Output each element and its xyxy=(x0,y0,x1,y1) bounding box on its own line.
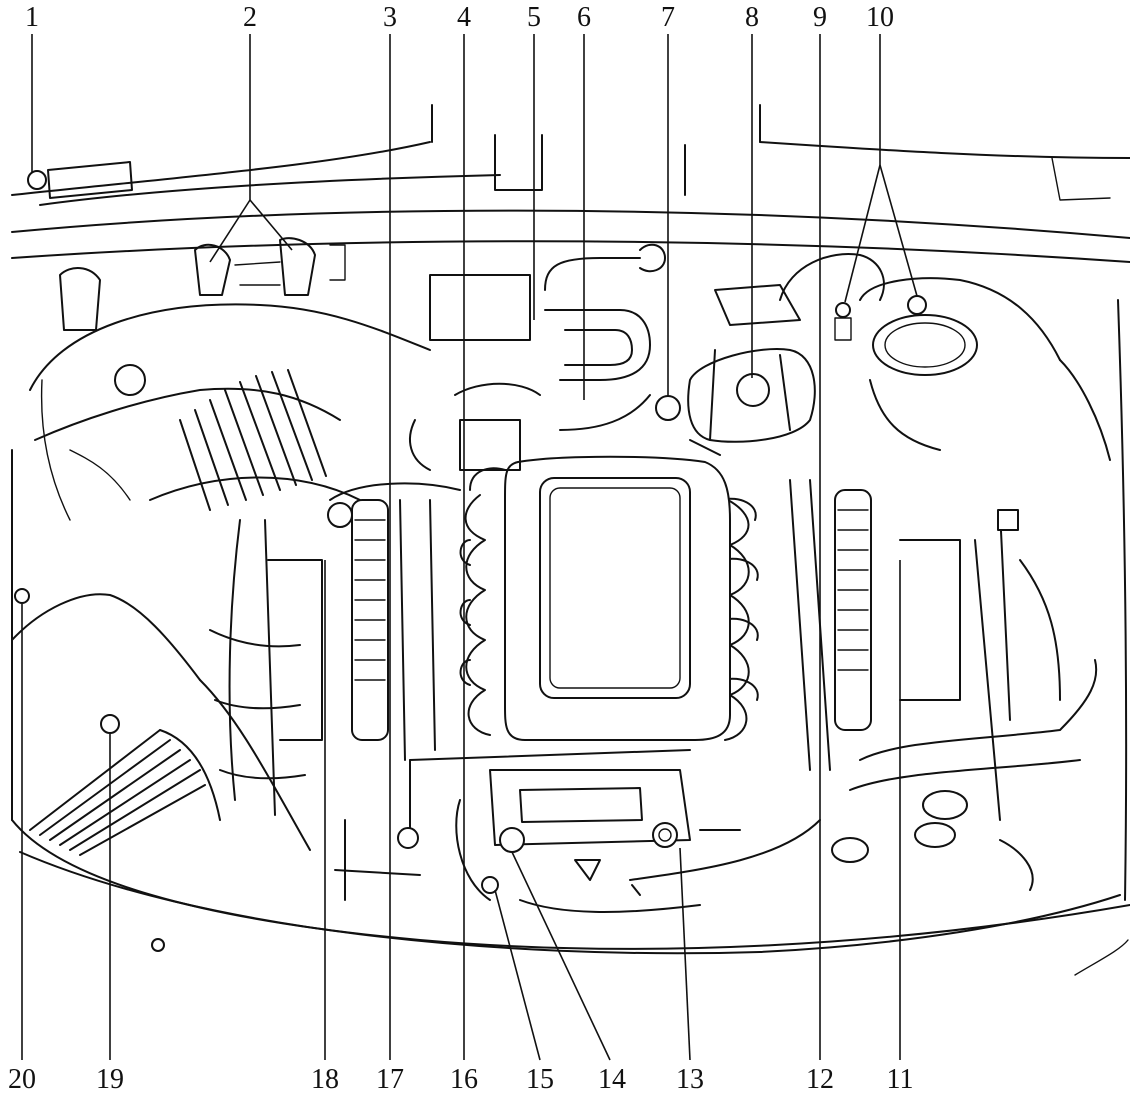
callouts-bottom: 20 19 18 17 16 15 14 13 12 11 xyxy=(8,1064,913,1093)
callout-15: 15 xyxy=(526,1064,554,1093)
callout-1: 1 xyxy=(25,2,39,33)
callout-11: 11 xyxy=(887,1064,914,1093)
callout-12: 12 xyxy=(806,1064,834,1093)
callouts-top: 1 2 3 4 5 6 7 8 9 10 xyxy=(25,2,894,33)
callout-8: 8 xyxy=(745,2,759,33)
leader-lines xyxy=(21,34,918,1061)
upper-pipes xyxy=(409,243,681,471)
callout-7: 7 xyxy=(661,2,675,33)
throttle-body xyxy=(397,749,821,913)
sensors-2 xyxy=(194,237,346,296)
intake-manifold xyxy=(459,455,759,741)
air-flow-meter xyxy=(687,348,816,456)
callout-6: 6 xyxy=(577,2,591,33)
callout-14: 14 xyxy=(598,1064,626,1093)
left-cylinder-bank xyxy=(209,482,461,901)
callout-5: 5 xyxy=(527,2,541,33)
callout-17: 17 xyxy=(376,1064,404,1093)
coolant-reservoir xyxy=(714,253,1111,461)
air-intake-boot xyxy=(29,267,431,521)
callout-9: 9 xyxy=(813,2,827,33)
callout-16: 16 xyxy=(450,1064,478,1093)
callout-10: 10 xyxy=(866,2,894,33)
air-filter-housing xyxy=(11,588,311,952)
callout-13: 13 xyxy=(676,1064,704,1093)
callout-20: 20 xyxy=(8,1064,36,1093)
callout-2: 2 xyxy=(243,2,257,33)
right-cylinder-bank xyxy=(789,479,1098,891)
fuse-box xyxy=(27,161,133,199)
callout-4: 4 xyxy=(457,2,471,33)
body-outline xyxy=(11,104,1130,976)
callout-3: 3 xyxy=(383,2,397,33)
callout-19: 19 xyxy=(96,1064,124,1093)
callout-18: 18 xyxy=(311,1064,339,1093)
